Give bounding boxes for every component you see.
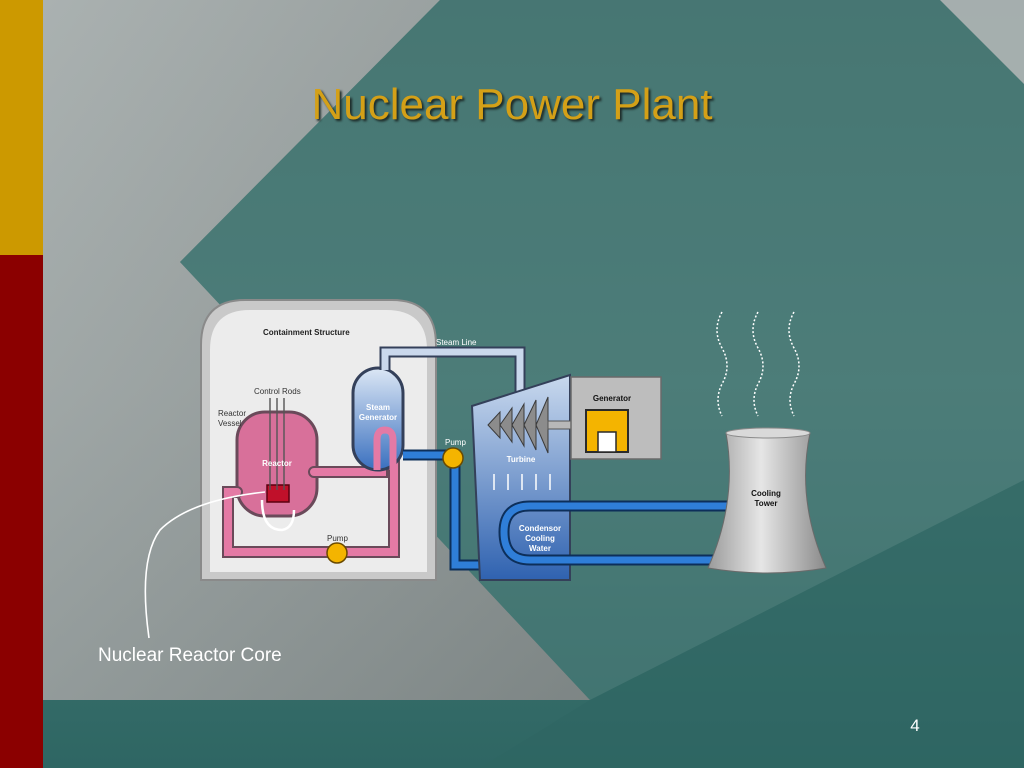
teal-lower-shape <box>480 480 1024 768</box>
label-turbine: Turbine <box>507 455 536 464</box>
slide-number: 4 <box>910 716 920 735</box>
condenser-loop <box>498 500 735 566</box>
label-steam-generator-2: Generator <box>359 413 397 422</box>
turbine-housing <box>470 373 571 581</box>
gold-accent-bar <box>0 0 43 255</box>
steam-line <box>379 346 526 395</box>
label-condensor-1: Condensor <box>519 524 561 533</box>
steam-generator <box>351 366 405 472</box>
callout-leader-line <box>144 491 266 639</box>
label-pump-bottom: Pump <box>327 534 348 543</box>
label-steam-line: Steam Line <box>436 338 477 347</box>
label-containment: Containment Structure <box>263 328 350 337</box>
label-condensor-3: Water <box>529 544 551 553</box>
label-control-rods: Control Rods <box>254 387 301 396</box>
gray-corner-shape <box>43 0 590 700</box>
label-generator: Generator <box>593 394 631 403</box>
teal-diamond-shape <box>180 0 1024 700</box>
label-reactor: Reactor <box>262 459 292 468</box>
reactor-flow-arrow <box>260 499 296 532</box>
gray-top-right-corner <box>940 0 1024 84</box>
label-reactor-vessel-2: Vessel <box>218 419 242 428</box>
maroon-accent-bar <box>0 255 43 768</box>
generator-box <box>570 376 662 460</box>
label-condensor-2: Cooling <box>525 534 555 543</box>
cooling-tower <box>707 427 827 574</box>
slide-title: Nuclear Power Plant <box>311 80 713 129</box>
label-steam-generator-1: Steam <box>366 403 390 412</box>
label-cooling-tower-2: Tower <box>755 499 778 508</box>
pump-primary <box>326 542 348 564</box>
label-pump-top: Pump <box>445 438 466 447</box>
label-cooling-tower-1: Cooling <box>751 489 781 498</box>
control-rods <box>269 398 285 490</box>
label-reactor-vessel-1: Reactor <box>218 409 246 418</box>
turbine-blades <box>487 396 549 454</box>
callout-text: Nuclear Reactor Core <box>98 645 282 666</box>
secondary-loop <box>403 449 490 571</box>
pump-secondary <box>442 447 464 469</box>
steam-wisps <box>716 311 800 417</box>
